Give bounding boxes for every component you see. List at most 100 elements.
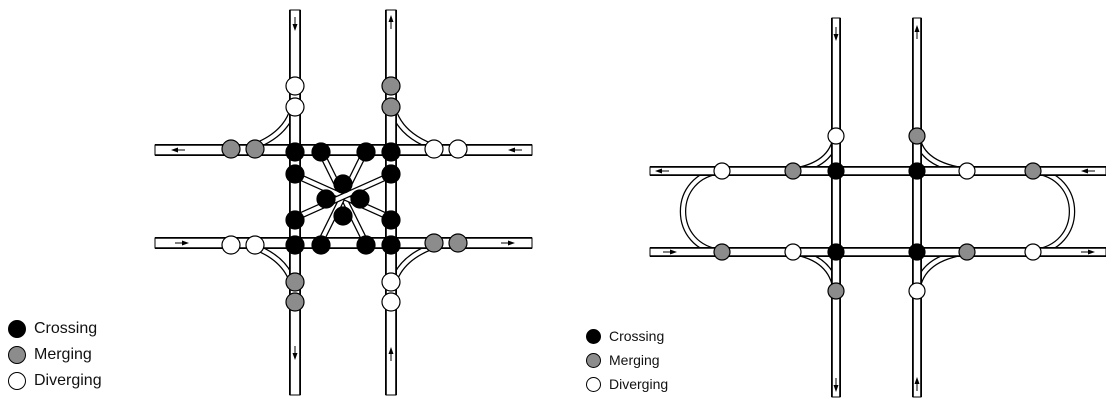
legend-item-merging: Merging — [586, 348, 668, 372]
merging-point — [1024, 162, 1042, 180]
arrow-right-icon — [1088, 249, 1095, 255]
crossing-point — [356, 235, 376, 255]
loop-east-fill — [1032, 169, 1074, 254]
ramp-se-fill — [915, 250, 968, 292]
legend-item-diverging: Diverging — [586, 372, 668, 396]
merging-point — [285, 292, 305, 312]
crossing-point — [333, 174, 353, 194]
merging-point — [827, 282, 845, 300]
legend-label-diverging: Diverging — [34, 372, 102, 389]
loop-east-edge — [1032, 167, 1076, 256]
merging-point — [381, 76, 401, 96]
merging-point — [958, 243, 976, 261]
legend-right: Crossing Merging Diverging — [586, 324, 668, 396]
diverging-swatch-icon — [8, 372, 26, 390]
crossing-point — [827, 243, 845, 261]
diverging-point — [381, 272, 401, 292]
crossing-point — [316, 189, 336, 209]
diverging-swatch-icon — [586, 376, 601, 392]
diverging-point — [424, 139, 444, 159]
road-h-top-outline — [649, 166, 1106, 176]
crossing-point — [285, 235, 305, 255]
legend-label-merging: Merging — [34, 346, 92, 363]
diverging-point — [245, 235, 265, 255]
arrow-right-icon — [670, 249, 677, 255]
legend-item-crossing: Crossing — [8, 316, 102, 342]
right-interchange — [649, 17, 1106, 398]
diverging-point — [285, 76, 305, 96]
arrow-up-icon — [388, 347, 394, 354]
crossing-point — [908, 162, 926, 180]
diverging-point — [958, 162, 976, 180]
arrow-right-icon — [508, 240, 515, 246]
legend-label-diverging: Diverging — [609, 376, 669, 392]
road-h-bottom-outline — [649, 247, 1106, 257]
loop-west-fill — [681, 169, 723, 254]
ramp-sw-fill — [792, 250, 838, 292]
legend-item-crossing: Crossing — [586, 324, 668, 348]
merging-point — [245, 139, 265, 159]
arrow-down-icon — [292, 353, 298, 360]
road-h-bottom-outline — [154, 237, 533, 249]
road-v-right-outline — [385, 9, 397, 396]
merging-swatch-icon — [8, 346, 26, 364]
diverging-point — [1024, 243, 1042, 261]
ramp-ne-fill — [915, 135, 968, 173]
loop-west-edge — [679, 167, 723, 256]
crossing-point — [827, 162, 845, 180]
road-v-left-outline — [289, 9, 301, 396]
crossing-point — [381, 142, 401, 162]
crossing-point — [350, 189, 370, 209]
merging-swatch-icon — [586, 352, 601, 368]
crossing-swatch-icon — [8, 320, 26, 338]
merging-point — [784, 162, 802, 180]
diverging-point — [827, 127, 845, 145]
road-v-left-outline — [831, 17, 841, 398]
diverging-point — [784, 243, 802, 261]
diverging-point — [381, 292, 401, 312]
merging-point — [285, 272, 305, 292]
diag-4-fill — [294, 173, 392, 220]
road-v-right-outline — [912, 17, 922, 398]
crossing-swatch-icon — [586, 328, 601, 344]
merging-point — [424, 233, 444, 253]
arrow-up-icon — [914, 25, 920, 32]
crossing-point — [381, 235, 401, 255]
arrow-left-icon — [171, 147, 178, 153]
merging-point — [381, 97, 401, 117]
left-interchange — [154, 9, 533, 396]
merging-point — [713, 243, 731, 261]
merging-point — [448, 233, 468, 253]
diverging-point — [908, 282, 926, 300]
legend-item-merging: Merging — [8, 342, 102, 368]
crossing-point — [333, 206, 353, 226]
diverging-point — [448, 139, 468, 159]
arrow-right-icon — [182, 240, 189, 246]
legend-item-diverging: Diverging — [8, 368, 102, 394]
legend-left: Crossing Merging Diverging — [8, 316, 102, 394]
merging-point — [908, 127, 926, 145]
legend-label-merging: Merging — [609, 352, 660, 368]
arrow-left-icon — [1081, 168, 1088, 174]
crossing-point — [908, 243, 926, 261]
crossing-point — [356, 142, 376, 162]
crossing-point — [381, 210, 401, 230]
crossing-point — [311, 142, 331, 162]
arrow-left-icon — [508, 147, 515, 153]
arrow-up-icon — [914, 377, 920, 384]
crossing-point — [285, 142, 305, 162]
crossing-point — [285, 164, 305, 184]
road-h-top-outline — [154, 144, 533, 156]
arrow-down-icon — [292, 24, 298, 31]
arrow-left-icon — [655, 168, 662, 174]
diverging-point — [285, 97, 305, 117]
crossing-point — [311, 235, 331, 255]
crossing-point — [381, 164, 401, 184]
crossing-point — [285, 210, 305, 230]
merging-point — [221, 139, 241, 159]
diverging-point — [221, 235, 241, 255]
arrow-down-icon — [833, 385, 839, 392]
arrow-up-icon — [388, 15, 394, 22]
